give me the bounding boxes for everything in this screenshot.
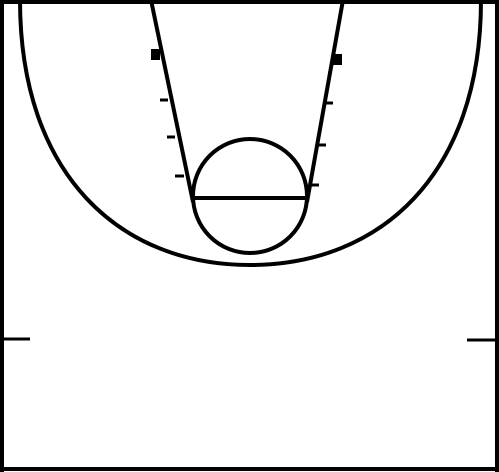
lane-line-right (305, 0, 345, 203)
three-point-arc (18, 0, 483, 268)
side-hash-marks (0, 337, 499, 342)
free-throw-lane (149, 0, 345, 203)
lane-block-right (333, 54, 342, 65)
lane-block-left (151, 49, 160, 60)
lane-hash-marks (160, 98, 333, 187)
lane-line-left (149, 0, 195, 203)
free-throw-circle (191, 137, 309, 255)
